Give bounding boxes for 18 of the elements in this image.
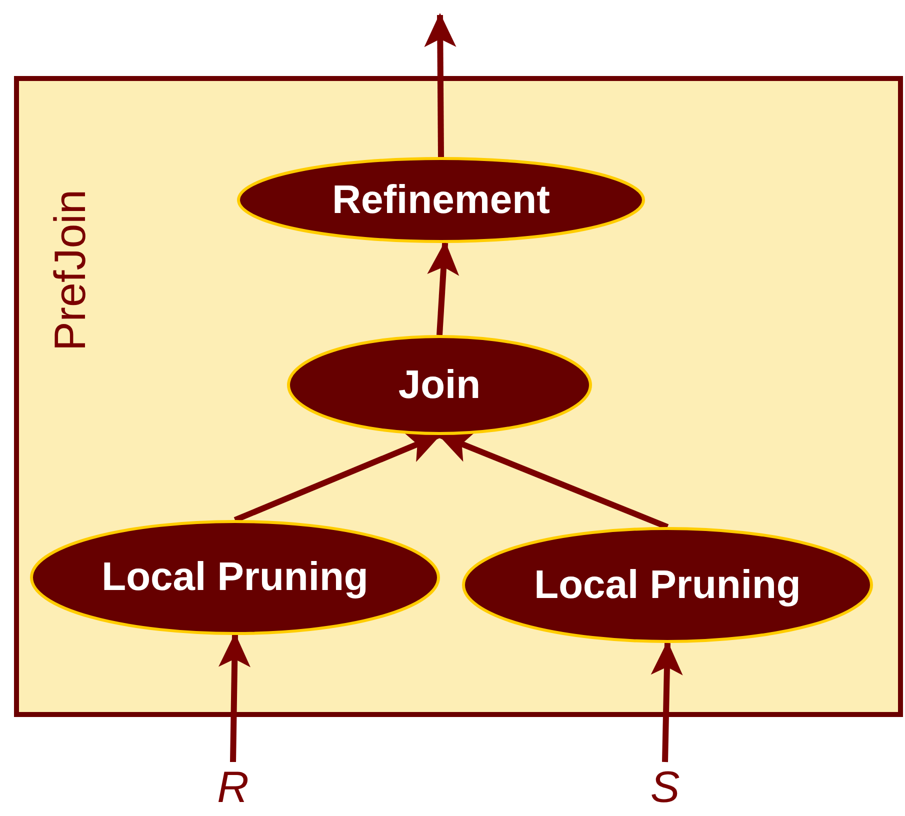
container-label: PrefJoin — [49, 190, 93, 351]
process-ellipse — [237, 157, 645, 243]
process-label: Local Pruning — [102, 555, 368, 600]
process-ellipse — [30, 520, 440, 635]
input-label: R — [205, 762, 261, 814]
process-ellipse — [287, 335, 592, 435]
input-label: S — [637, 762, 693, 814]
arrow — [424, 13, 456, 158]
container-box — [14, 76, 903, 717]
arrow — [650, 641, 683, 762]
arrow — [234, 432, 442, 523]
process-ellipse — [462, 527, 873, 643]
arrow — [438, 432, 669, 530]
process-label: Join — [398, 362, 481, 408]
process-label: Refinement — [332, 178, 550, 222]
arrow — [427, 241, 460, 336]
arrow — [218, 633, 250, 762]
process-label: Local Pruning — [534, 562, 801, 608]
